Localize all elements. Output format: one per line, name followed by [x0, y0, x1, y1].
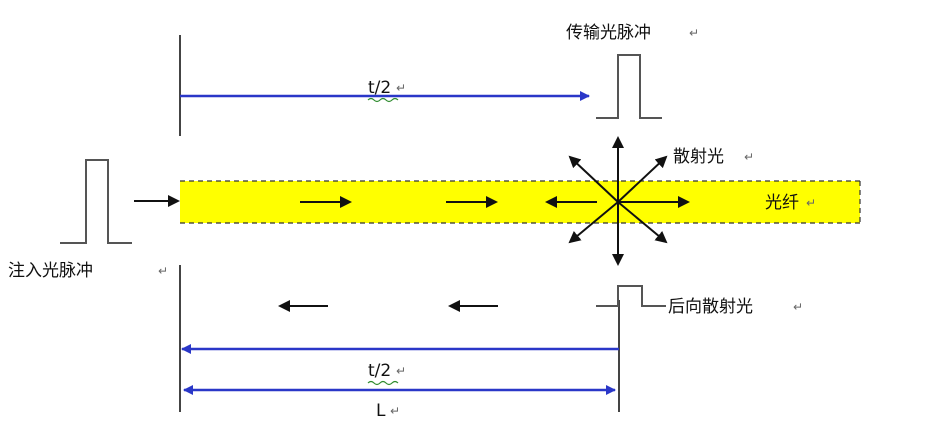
- return-mark: ↵: [689, 26, 699, 40]
- backscatter-pulse-shape: [596, 285, 666, 307]
- scattering-burst: [568, 136, 690, 266]
- return-mark: ↵: [158, 264, 168, 278]
- return-mark: ↵: [396, 81, 406, 95]
- label-half-time-bottom: t/2: [368, 361, 391, 381]
- label-backscatter: 后向散射光: [668, 297, 753, 317]
- transmit-pulse-shape: [596, 54, 662, 119]
- return-mark: ↵: [390, 404, 400, 418]
- label-length: L: [376, 401, 386, 421]
- injected-pulse-shape: [60, 159, 132, 244]
- spellcheck-squiggle-top: [367, 97, 399, 103]
- return-mark: ↵: [396, 364, 406, 378]
- return-mark: ↵: [744, 150, 754, 164]
- label-transmit-pulse: 传输光脉冲: [566, 23, 651, 43]
- fiber-band: [180, 181, 860, 223]
- label-injected-pulse: 注入光脉冲: [8, 261, 93, 281]
- label-scatter-light: 散射光: [673, 147, 724, 167]
- spellcheck-squiggle-bottom: [367, 380, 399, 386]
- return-mark: ↵: [793, 300, 803, 314]
- return-mark: ↵: [806, 196, 816, 210]
- label-half-time-top: t/2: [368, 78, 391, 98]
- label-fiber: 光纤: [765, 193, 799, 213]
